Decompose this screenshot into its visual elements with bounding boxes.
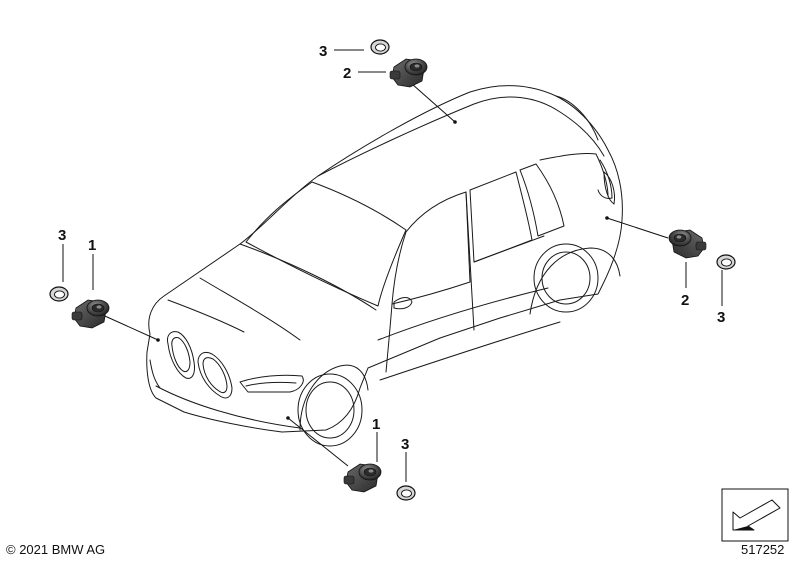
mount-point-top [453,120,457,124]
car-front-side-window [391,191,471,305]
arrow-down-left-icon[interactable] [721,488,789,542]
callout-top-sensor[interactable]: 2 [343,65,351,82]
car-front-wheel-arch [299,364,369,431]
sealing-ring-top[interactable] [370,39,390,55]
car-outline [146,85,623,447]
pdc-sensor-rear[interactable] [668,229,707,259]
callout-rear-ring[interactable]: 3 [717,309,725,326]
car-headlight [239,374,304,393]
car-rear-wheel [533,243,599,313]
sealing-ring-left[interactable] [49,286,69,302]
leader-bottom [287,417,349,467]
mount-point-rear [605,216,609,220]
callout-left-ring[interactable]: 3 [58,227,66,244]
mount-point-bottom [286,416,290,420]
callout-top-ring[interactable]: 3 [319,43,327,60]
diagram-number: 517252 [741,542,784,557]
car-front-wheel [297,373,363,447]
car-windshield [245,181,407,307]
callout-left-sensor[interactable]: 1 [88,237,96,254]
sealing-ring-rear[interactable] [716,254,736,270]
leader-rear [606,217,669,239]
pdc-sensor-top[interactable] [389,58,428,88]
callout-bottom-ring[interactable]: 3 [401,436,409,453]
leader-top [411,83,456,123]
pdc-sensor-left[interactable] [71,299,110,329]
leader-left [95,311,159,341]
pdc-sensor-bottom[interactable] [343,463,382,493]
car-kidney-grille-left [167,331,195,379]
copyright-text: © 2021 BMW AG [6,542,105,557]
leader-lines [62,49,723,482]
car-rear-wheel-arch [529,247,621,315]
callout-rear-sensor[interactable]: 2 [681,292,689,309]
callout-bottom-sensor[interactable]: 1 [372,416,380,433]
sealing-ring-bottom[interactable] [396,485,416,501]
car-roof-line [317,96,605,177]
car-body-silhouette [146,85,623,433]
mount-point-left [156,338,160,342]
car-rear-side-window [469,171,533,263]
car-kidney-grille-right [197,351,233,399]
